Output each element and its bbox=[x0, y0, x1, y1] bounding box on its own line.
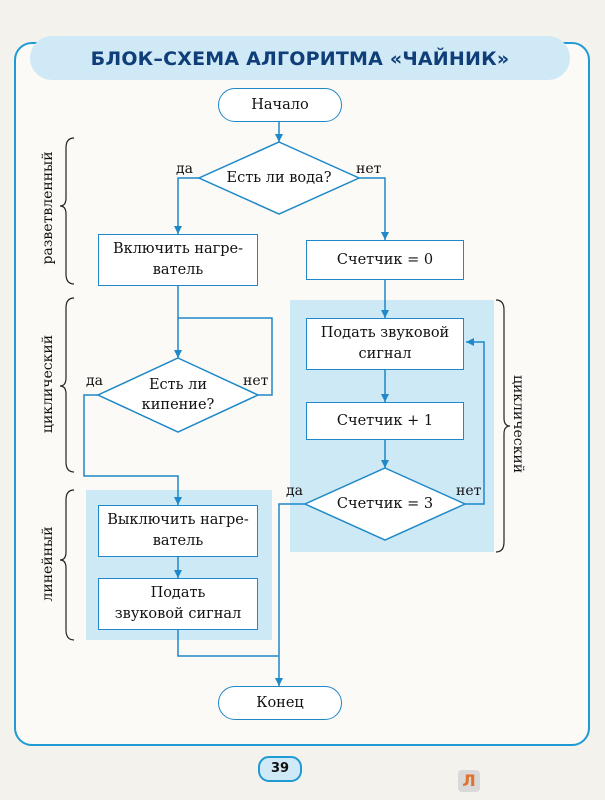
sound-signal-label: Подать звуковой сигнал bbox=[320, 325, 450, 362]
heater-off-box: Выключить нагре- ватель bbox=[98, 505, 258, 557]
diamond-has-water bbox=[197, 141, 361, 215]
branch-no-water: нет bbox=[356, 161, 382, 177]
branch-no-boiling: нет bbox=[243, 373, 269, 389]
sound-signal-2-box: Подать звуковой сигнал bbox=[98, 578, 258, 630]
side-label-cyclic-left: циклический bbox=[40, 334, 56, 434]
branch-yes-water: да bbox=[176, 161, 193, 177]
end-terminal: Конец bbox=[218, 686, 342, 720]
side-label-linear: линейный bbox=[40, 526, 56, 602]
sound-signal-box: Подать звуковой сигнал bbox=[306, 318, 464, 370]
brace-branching bbox=[59, 137, 75, 285]
branch-no-counter: нет bbox=[456, 483, 482, 499]
sound-signal-2-label: Подать звуковой сигнал bbox=[114, 585, 242, 622]
title-bar: БЛОК–СХЕМА АЛГОРИТМА «ЧАЙНИК» bbox=[30, 36, 570, 80]
brace-cyclic-left bbox=[59, 297, 75, 473]
branch-yes-boiling: да bbox=[86, 373, 103, 389]
brace-linear bbox=[59, 489, 75, 641]
start-label: Начало bbox=[251, 96, 309, 113]
start-terminal: Начало bbox=[218, 88, 342, 122]
page-number-badge: 39 bbox=[258, 756, 302, 782]
page-number: 39 bbox=[270, 761, 290, 776]
boiling-label: Есть ли кипение? bbox=[141, 377, 215, 413]
counter-eq3-label: Счетчик = 3 bbox=[336, 496, 434, 512]
heater-off-label: Выключить нагре- ватель bbox=[107, 512, 249, 549]
has-water-label: Есть ли вода? bbox=[226, 170, 332, 186]
counter-zero-label: Счетчик = 0 bbox=[336, 251, 434, 268]
heater-on-box: Включить нагре- ватель bbox=[98, 234, 258, 286]
side-label-branching: разветвленный bbox=[40, 151, 56, 265]
brace-cyclic-right bbox=[495, 299, 511, 553]
diamond-counter-eq3 bbox=[303, 467, 467, 541]
page-title: БЛОК–СХЕМА АЛГОРИТМА «ЧАЙНИК» bbox=[90, 48, 510, 70]
heater-on-label: Включить нагре- ватель bbox=[113, 241, 243, 278]
diamond-boiling bbox=[96, 357, 260, 433]
side-label-cyclic-right: циклический bbox=[510, 374, 526, 474]
counter-plus-label: Счетчик + 1 bbox=[336, 412, 434, 429]
counter-zero-box: Счетчик = 0 bbox=[306, 240, 464, 280]
counter-plus-box: Счетчик + 1 bbox=[306, 402, 464, 440]
branch-yes-counter: да bbox=[286, 483, 303, 499]
end-label: Конец bbox=[256, 694, 304, 711]
publisher-logo-icon: Л bbox=[458, 770, 480, 792]
